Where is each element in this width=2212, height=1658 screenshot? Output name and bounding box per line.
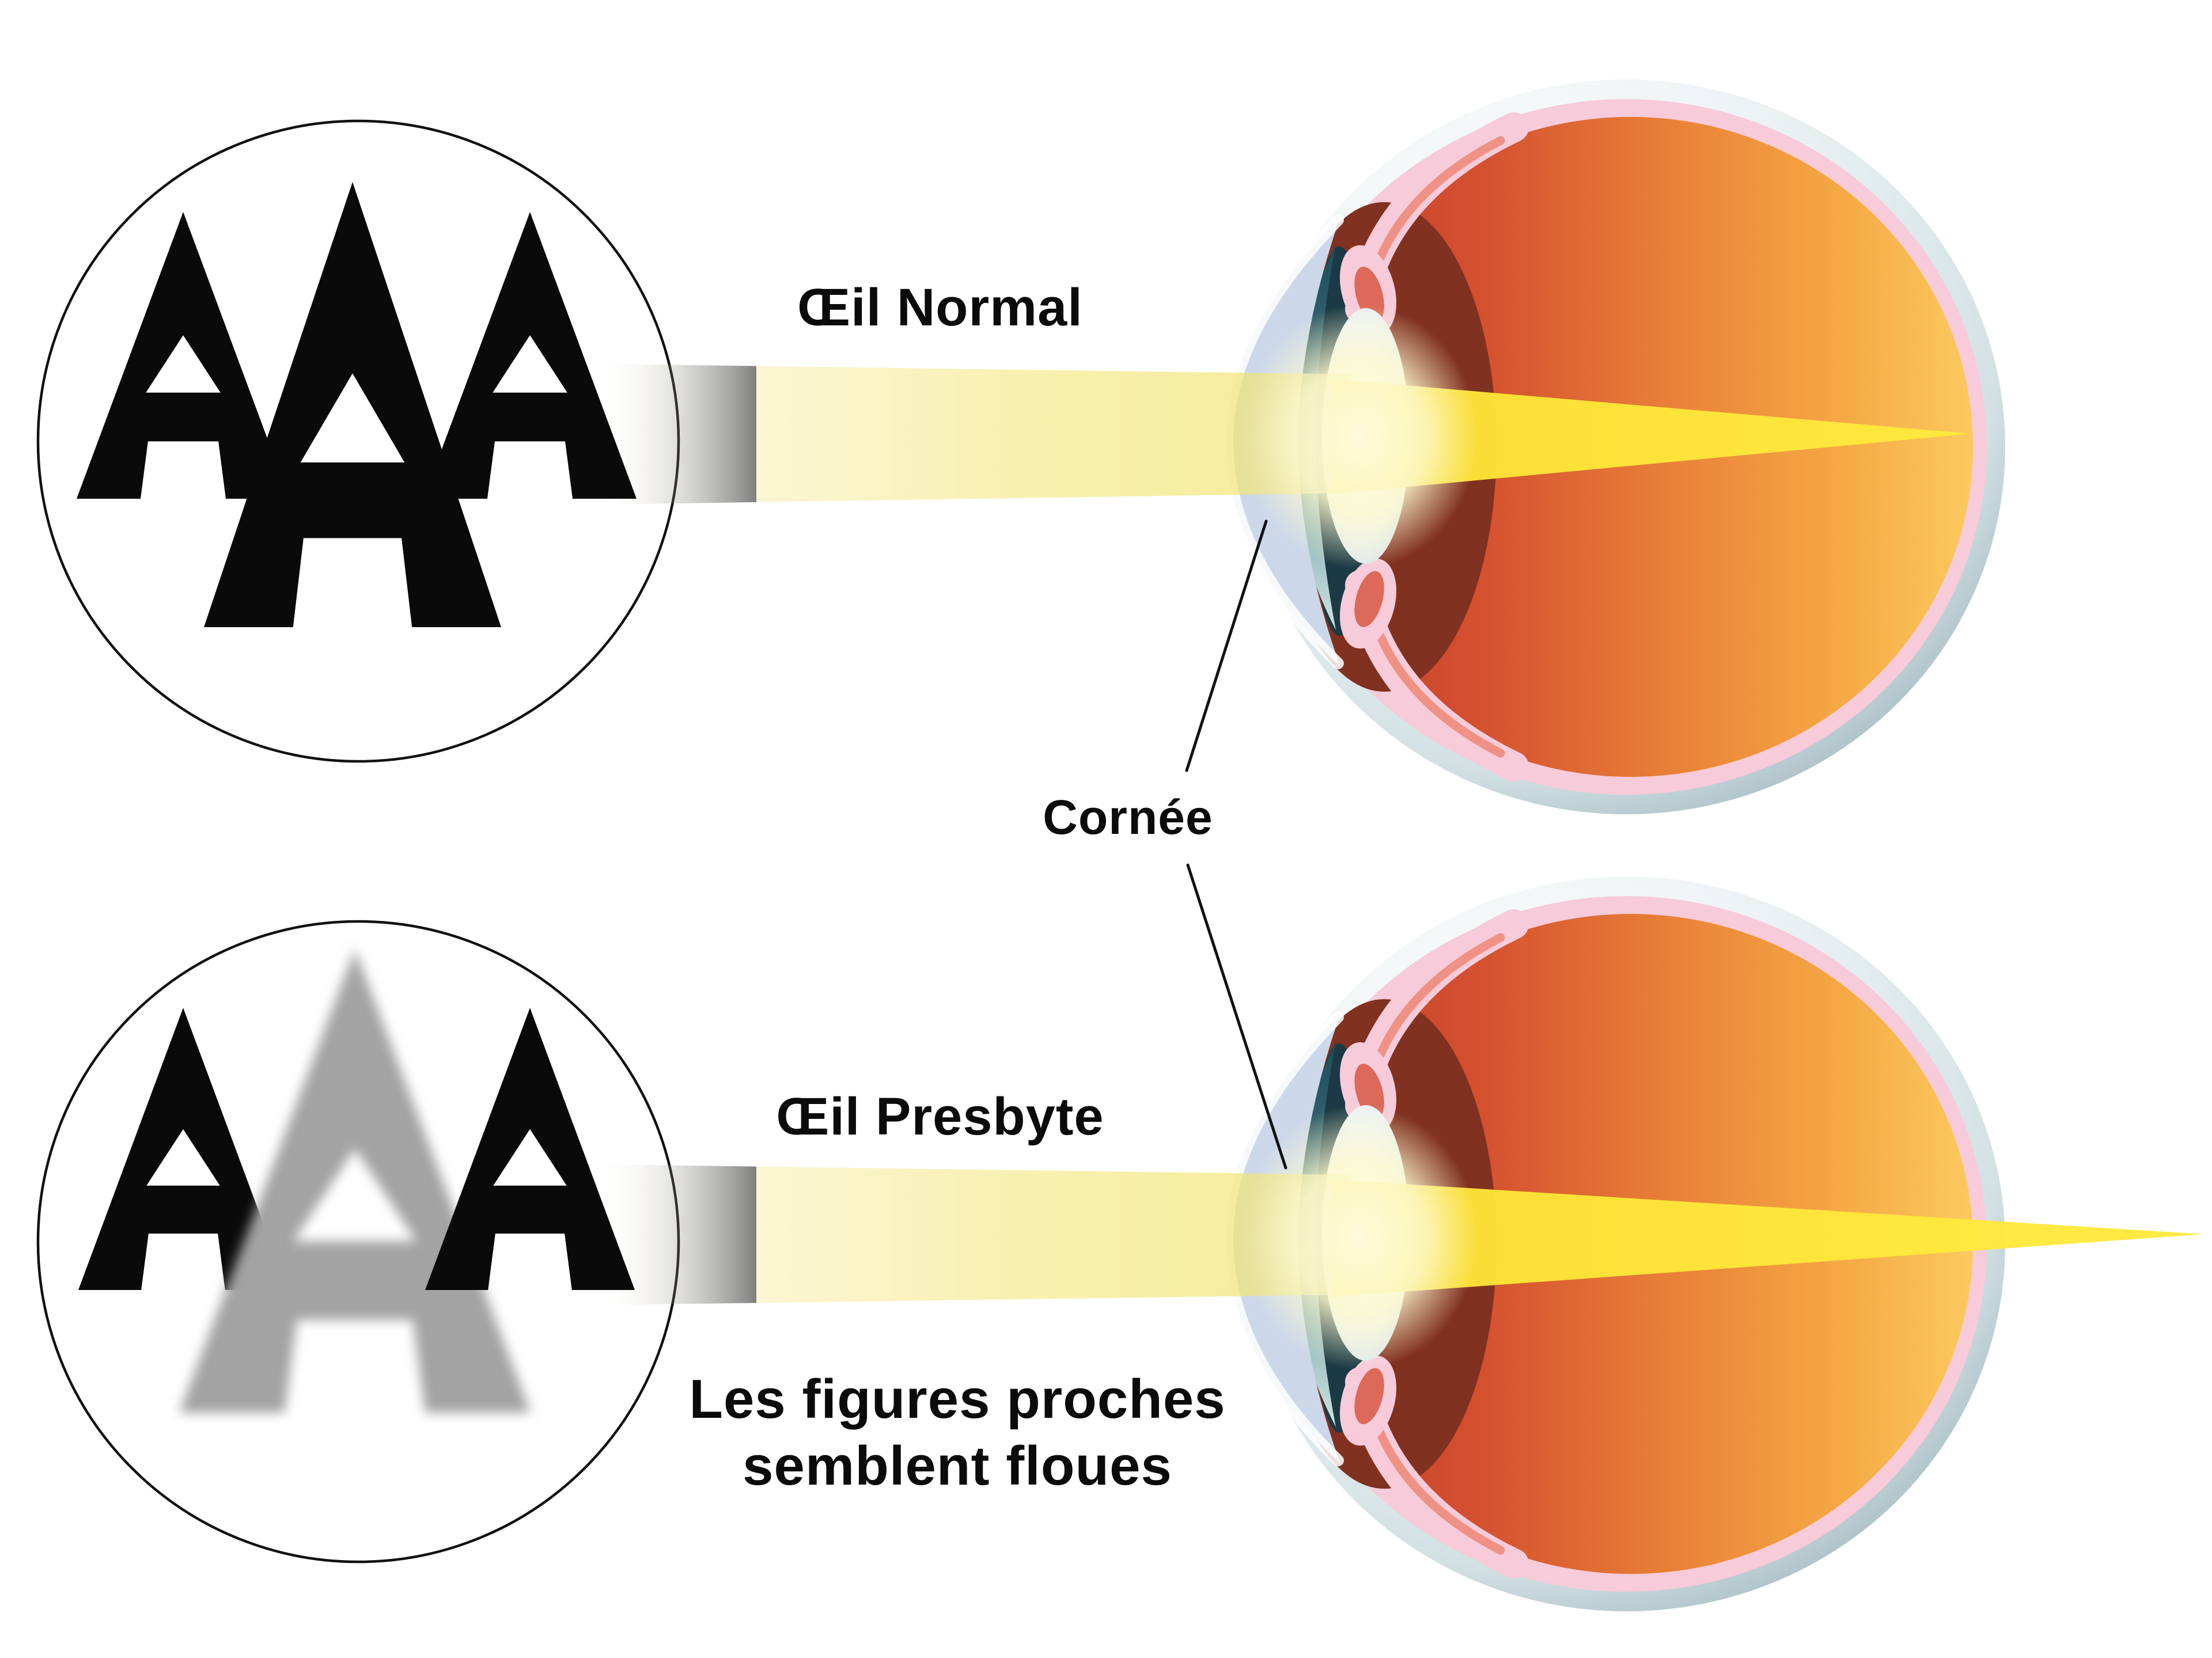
letter-A-left	[77, 212, 290, 499]
letter-A-middle-blurred	[179, 949, 531, 1413]
lens-glow-bottom	[1241, 1105, 1478, 1369]
label-cornee: Cornée	[1043, 790, 1213, 844]
lens-glow-top	[1241, 304, 1478, 569]
label-oeil-normal: Œil Normal	[797, 278, 1083, 337]
letters-bottom	[78, 949, 635, 1413]
letter-A-left	[78, 1008, 288, 1290]
letter-A-right	[425, 1008, 635, 1290]
letter-A-middle	[204, 182, 501, 627]
cornea-leader-line	[1186, 863, 1287, 1170]
light-beam-focus-wedge-bottom	[1331, 1179, 2203, 1297]
letters-top	[77, 182, 637, 627]
light-beam-pale-bottom	[608, 1164, 1351, 1305]
caption-line-2: semblent floues	[743, 1435, 1172, 1497]
callout-lines-layer	[1185, 519, 1287, 1170]
caption-line-1: Les figures proches	[689, 1368, 1225, 1430]
cornea-leader-line	[1185, 519, 1268, 772]
letters-layer	[77, 182, 637, 1413]
light-beam-pale-top	[608, 364, 1351, 504]
light-beams-layer	[608, 304, 2203, 1369]
letter-A-right	[423, 212, 637, 499]
label-oeil-presbyte: Œil Presbyte	[776, 1087, 1104, 1146]
light-beam-focus-wedge-top	[1331, 379, 1971, 494]
